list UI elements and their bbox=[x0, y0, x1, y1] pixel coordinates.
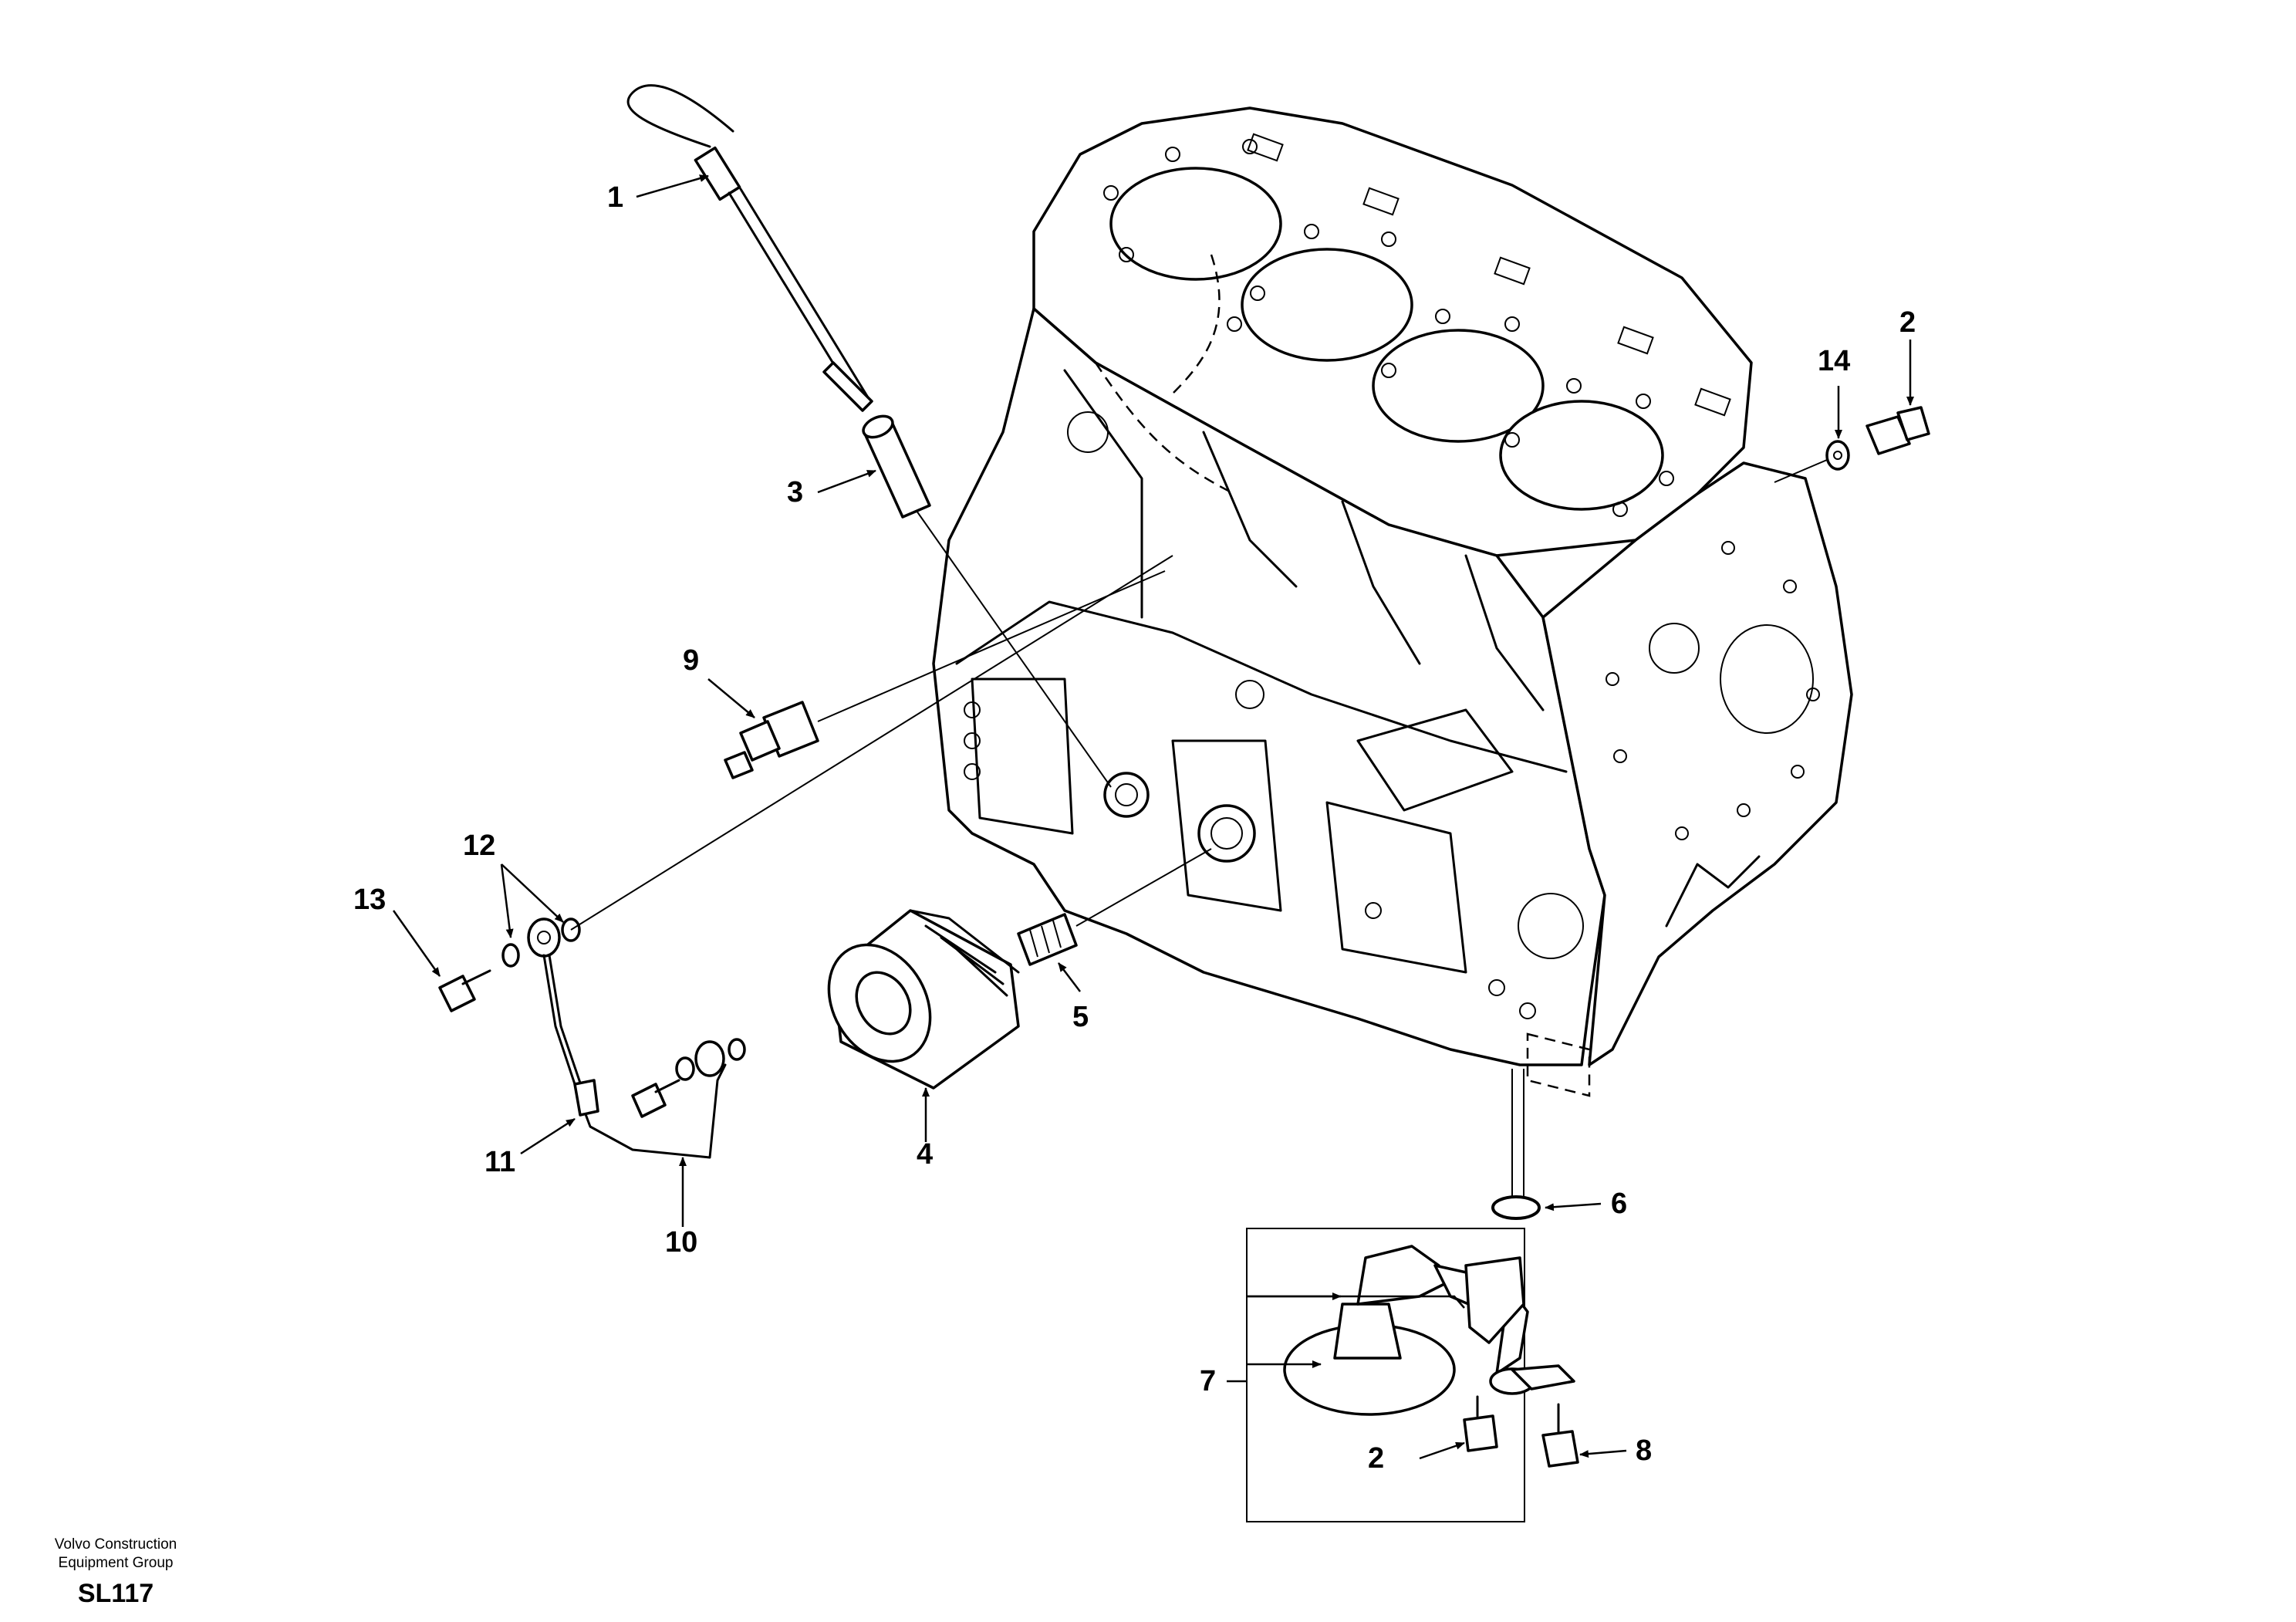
diagram-code: SL117 bbox=[77, 1579, 154, 1608]
bolt-8 bbox=[1541, 1430, 1579, 1468]
block-rib-2 bbox=[1202, 431, 1298, 588]
oil-filter-boss bbox=[1197, 804, 1256, 863]
dipstick-port bbox=[1103, 772, 1150, 818]
cylinder-bore-3 bbox=[1372, 329, 1545, 443]
rear-plate bbox=[1541, 461, 1853, 1066]
callout-14: 14 bbox=[1818, 345, 1850, 377]
callout-5: 5 bbox=[1072, 1001, 1089, 1033]
company-credit: Volvo Construction Equipment Group bbox=[31, 1536, 201, 1573]
bolt-2-lower bbox=[1463, 1414, 1498, 1452]
oil-filter bbox=[827, 909, 1020, 1090]
company-line-1: Volvo Construction bbox=[54, 1536, 177, 1553]
block-rib-1 bbox=[1063, 369, 1143, 619]
clamp-11 bbox=[573, 1079, 599, 1117]
callout-4: 4 bbox=[917, 1138, 933, 1171]
deck-bolt-holes bbox=[1103, 139, 1674, 517]
callout-8: 8 bbox=[1636, 1434, 1652, 1467]
callout-2-upper: 2 bbox=[1899, 306, 1916, 339]
callout-10: 10 bbox=[665, 1226, 697, 1259]
company-line-2: Equipment Group bbox=[58, 1555, 174, 1571]
bolt-13 bbox=[438, 975, 476, 1012]
block-mid-rail bbox=[955, 600, 1568, 773]
oil-pipe-assembly bbox=[438, 555, 1173, 1159]
strainer-bracket bbox=[1464, 1256, 1525, 1344]
rear-plate-bolt-holes bbox=[1606, 541, 1820, 840]
block-rib-4 bbox=[1464, 554, 1545, 711]
callout-7: 7 bbox=[1200, 1365, 1216, 1397]
banjo-lower bbox=[694, 1040, 725, 1077]
filter-stud bbox=[1017, 848, 1212, 966]
cylinder-block bbox=[932, 106, 1853, 1097]
dipstick-handle-loop bbox=[626, 84, 734, 148]
block-bay-1 bbox=[971, 678, 1074, 835]
o-ring bbox=[1491, 1069, 1541, 1220]
cylinder-bore-2 bbox=[1241, 248, 1413, 362]
callout-3: 3 bbox=[787, 476, 803, 509]
block-left-side bbox=[932, 307, 1606, 1066]
block-bay-4 bbox=[1356, 708, 1514, 812]
callout-labels: 1 2 14 3 9 12 13 5 4 11 10 6 7 2 8 bbox=[353, 181, 1916, 1475]
cylinder-bore-1 bbox=[1109, 167, 1282, 281]
callout-2-lower: 2 bbox=[1368, 1442, 1384, 1475]
block-bay-2 bbox=[1171, 739, 1282, 912]
bolt-2-upper bbox=[1866, 415, 1911, 455]
callout-13: 13 bbox=[353, 884, 386, 916]
callout-leaders bbox=[392, 174, 1914, 1460]
callout-12: 12 bbox=[463, 830, 495, 862]
cylinder-bore-4 bbox=[1499, 400, 1664, 511]
banjo-upper bbox=[527, 917, 561, 958]
washer-14 bbox=[1825, 440, 1850, 471]
block-rib-3 bbox=[1341, 500, 1421, 665]
oil-strainer bbox=[1246, 1228, 1579, 1522]
deck-slots bbox=[1247, 133, 1731, 417]
block-bay-3 bbox=[1325, 801, 1467, 974]
drain-plug-assembly bbox=[1774, 406, 1930, 483]
oil-pipe-10 bbox=[542, 954, 727, 1159]
callout-1: 1 bbox=[607, 181, 623, 214]
dipstick-tube bbox=[862, 414, 1112, 788]
rear-plate-bore bbox=[1720, 624, 1814, 734]
callout-9: 9 bbox=[683, 644, 699, 677]
oil-gallery-dashed bbox=[1094, 362, 1235, 495]
callout-11: 11 bbox=[485, 1146, 515, 1178]
washer-12a bbox=[501, 943, 520, 968]
dipstick bbox=[626, 84, 873, 412]
callout-6: 6 bbox=[1611, 1188, 1627, 1220]
